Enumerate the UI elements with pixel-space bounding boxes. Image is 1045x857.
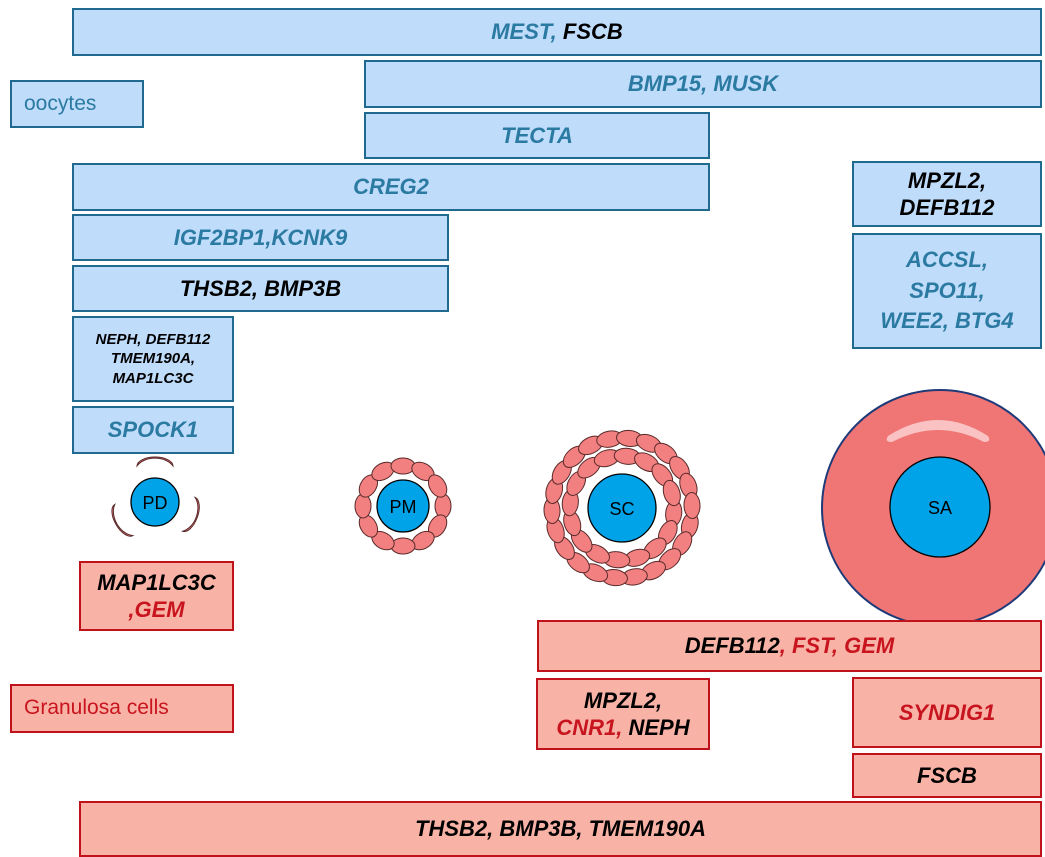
pd-granulosa-crescent — [111, 503, 135, 537]
gene-box-thsb2-bmp3b: THSB2, BMP3B — [72, 265, 449, 312]
pd-label: PD — [142, 493, 167, 513]
sa-oocyte-nucleus — [889, 456, 991, 558]
follicle-pd: PD — [111, 456, 200, 537]
pd-oocyte-nucleus — [130, 477, 180, 527]
gene-box-igf2bp1-kcnk9: IGF2BP1,KCNK9 — [72, 214, 449, 261]
gene-label-thsb2-bmp3b: THSB2, BMP3B — [179, 275, 342, 301]
sc-granulosa-cell-inner — [662, 479, 681, 507]
follicle-sa: SA — [821, 389, 1045, 627]
gene-box-defb112-fst-gem: DEFB112, FST, GEM — [537, 620, 1042, 672]
gene-label-syndig1: SYNDIG1 — [898, 699, 996, 725]
sc-granulosa-cells — [543, 429, 701, 587]
pd-granulosa-crescent — [180, 496, 200, 532]
gene-box-bmp15-musk: BMP15, MUSK — [364, 60, 1042, 108]
pm-granulosa-cells — [354, 457, 452, 555]
gene-label-tmem190a: TMEM190A, — [110, 350, 196, 368]
gene-box-spock1: SPOCK1 — [72, 406, 234, 454]
gene-box-mpzl2-cnr1-neph: MPZL2, CNR1, NEPH — [536, 678, 710, 750]
gene-box-fscb: FSCB — [852, 753, 1042, 798]
gene-label-map1lc3c-gc: MAP1LC3C — [97, 569, 216, 595]
sc-oocyte-nucleus — [587, 473, 657, 543]
gene-label-mpzl2-gc: MPZL2, — [583, 687, 663, 713]
gene-label-spo11: SPO11, — [909, 277, 985, 303]
gene-label-defb112: DEFB112 — [899, 195, 995, 220]
pm-oocyte-nucleus — [376, 479, 430, 533]
granulosa-legend-box: Granulosa cells — [10, 684, 234, 733]
oocytes-legend-label: oocytes — [24, 91, 97, 115]
pd-granulosa-crescent — [136, 456, 174, 468]
gene-box-mest-fscb: MEST, FSCB — [72, 8, 1042, 56]
gene-label-spock1: SPOCK1 — [107, 417, 199, 443]
gene-label-mpzl2: MPZL2, — [907, 167, 987, 193]
gene-label-cnr1: CNR1, — [556, 715, 623, 740]
gene-label-fscb: FSCB — [556, 19, 623, 45]
pm-granulosa-cell — [354, 493, 372, 519]
oocytes-legend-box: oocytes — [10, 80, 144, 128]
gene-box-mpzl2-defb112: MPZL2, DEFB112 — [852, 161, 1042, 227]
gene-box-map1lc3c-gem: MAP1LC3C ,GEM — [79, 561, 234, 631]
sc-label: SC — [609, 499, 634, 519]
gene-box-thsb2-bmp3b-tmem190a: THSB2, BMP3B, TMEM190A — [79, 801, 1042, 857]
gene-label-creg2: CREG2 — [353, 174, 429, 200]
pm-granulosa-cell — [390, 537, 416, 555]
gene-label-thsb2-bmp3b-tmem190a: THSB2, BMP3B, TMEM190A — [415, 816, 706, 842]
granulosa-legend-label: Granulosa cells — [24, 696, 169, 720]
follicle-sc: SC — [543, 429, 701, 587]
gene-label-accsl: ACCSL, — [906, 246, 988, 272]
gene-box-accsl-spo11-wee2-btg4: ACCSL, SPO11, WEE2, BTG4 — [852, 233, 1042, 349]
gene-label-wee2-btg4: WEE2, BTG4 — [880, 308, 1014, 334]
gene-label-mest: MEST, — [491, 19, 557, 45]
gene-label-defb112-gc: DEFB112 — [684, 633, 780, 659]
gene-label-igf2bp1-kcnk9: IGF2BP1,KCNK9 — [173, 224, 348, 250]
pm-granulosa-cell — [427, 474, 448, 498]
pm-label: PM — [390, 497, 417, 517]
gene-label-fscb-gc: FSCB — [917, 762, 977, 788]
gene-label-map1lc3c: MAP1LC3C — [112, 369, 194, 387]
follicle-pm: PM — [354, 457, 452, 555]
pm-granulosa-cell — [390, 457, 416, 475]
gene-box-tecta: TECTA — [364, 112, 710, 159]
gene-box-syndig1: SYNDIG1 — [852, 677, 1042, 748]
pd-granulosa-crescents — [111, 456, 200, 537]
pm-granulosa-cell — [434, 493, 452, 519]
gene-label-gem: ,GEM — [128, 597, 185, 622]
gene-label-tecta: TECTA — [501, 122, 573, 148]
sa-highlight — [886, 420, 990, 442]
gene-box-neph-defb112-tmem190a-map1lc3c: NEPH, DEFB112 TMEM190A, MAP1LC3C — [72, 316, 234, 402]
gene-box-creg2: CREG2 — [72, 163, 710, 211]
sc-granulosa-cell-outer — [683, 492, 701, 519]
gene-label-fst-gem: , FST, GEM — [779, 633, 895, 659]
gene-label-neph-gc: NEPH — [622, 715, 690, 740]
gene-label-neph-defb112: NEPH, DEFB112 — [95, 330, 211, 348]
gene-label-bmp15-musk: BMP15, MUSK — [627, 71, 779, 97]
sa-label: SA — [928, 498, 952, 518]
